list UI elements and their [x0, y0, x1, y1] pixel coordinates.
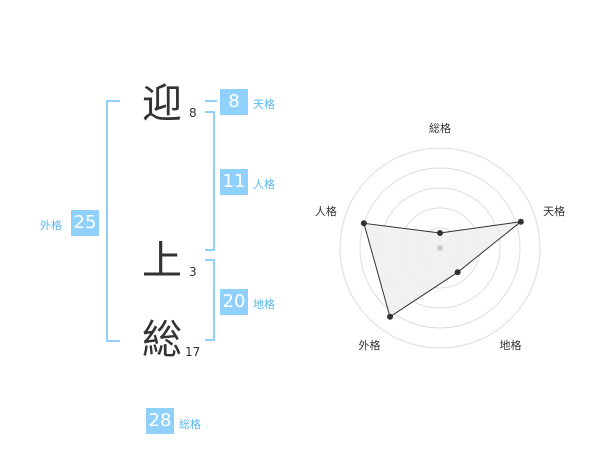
- name-char-1: 迎: [142, 81, 182, 127]
- radar-axis-label-1: 天格: [543, 204, 565, 218]
- earth-label: 地格: [253, 298, 275, 311]
- outer-label: 外格: [40, 219, 62, 232]
- radar-area: [363, 220, 523, 318]
- stroke-count-3: 17: [185, 345, 201, 359]
- outer-value: 25: [71, 210, 99, 236]
- stroke-count-1: 8: [189, 106, 197, 120]
- stroke-count-2: 3: [189, 265, 197, 279]
- earth-bracket: [205, 259, 215, 341]
- radar-ring-4: [359, 167, 521, 329]
- radar-point-0: [437, 230, 443, 236]
- radar-point-4: [360, 220, 367, 227]
- total-label: 総格: [179, 418, 201, 431]
- total-value: 28: [146, 408, 174, 434]
- radar-ring-5: [339, 147, 541, 349]
- radar-axis-label-2: 地格: [500, 338, 522, 352]
- radar-axis-label-3: 外格: [358, 338, 380, 352]
- person-label: 人格: [253, 178, 275, 191]
- name-char-3: 総: [142, 317, 182, 363]
- radar-point-1: [517, 218, 524, 225]
- person-value: 11: [220, 169, 248, 195]
- outer-bracket: [106, 100, 120, 342]
- name-char-2: 上: [142, 238, 182, 284]
- earth-value: 20: [220, 289, 248, 315]
- radar-axis-label-0: 総格: [429, 121, 451, 135]
- heaven-bracket-tick: [205, 100, 217, 102]
- heaven-label: 天格: [253, 98, 275, 111]
- radar-point-3: [387, 313, 394, 320]
- radar-axis-label-4: 人格: [315, 204, 337, 218]
- heaven-value: 8: [220, 89, 248, 115]
- person-bracket: [205, 111, 215, 251]
- radar-center-dot: [437, 245, 443, 251]
- radar-point-2: [454, 269, 461, 276]
